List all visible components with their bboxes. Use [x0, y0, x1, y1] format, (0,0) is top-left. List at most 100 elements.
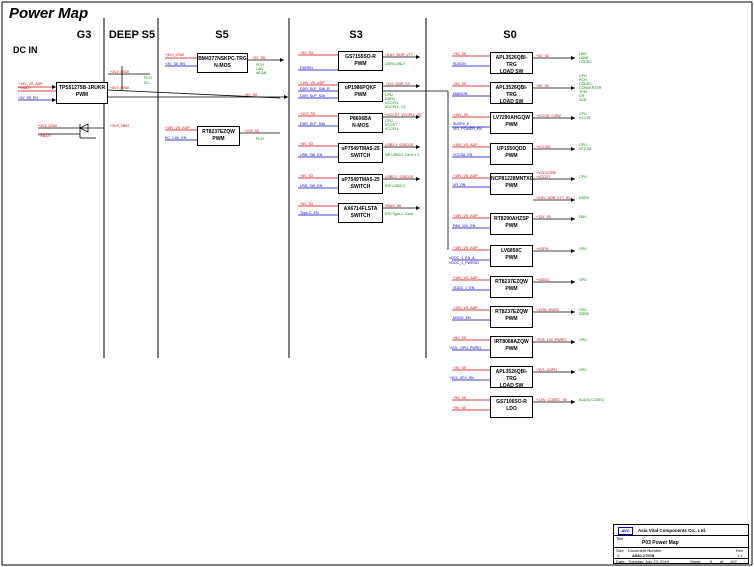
net-label: VCCPLL	[385, 101, 399, 105]
net-label: CR	[579, 94, 585, 98]
net-label: TPM	[579, 90, 587, 94]
net-label: +3V3_DSW	[165, 53, 184, 57]
net-label: +5V_S3	[300, 202, 313, 206]
net-label: AUDIO CODEC	[579, 398, 605, 402]
net-label: DDR_SLP_S3#	[300, 94, 325, 98]
net-label: WLAN	[256, 71, 267, 75]
net-label: +3V3_DSW	[110, 70, 129, 74]
net-label: GPU	[579, 247, 587, 251]
net-label: +5V_S3	[300, 142, 313, 146]
net-label: SUSP#_E	[453, 122, 470, 126]
net-label: EC	[144, 81, 149, 85]
net-label: CPU	[579, 74, 587, 78]
net-label: VCCPLL_OC	[385, 105, 407, 109]
net-label: PCH	[256, 137, 264, 141]
diode-icon	[79, 123, 96, 139]
net-label: +19V_VS_ADP	[453, 306, 478, 310]
net-label: +VBATT	[18, 86, 32, 90]
net-label: HDD	[579, 52, 587, 56]
of-label: of	[720, 559, 724, 564]
net-label: CONVERTER	[579, 86, 602, 90]
net-label: +5V_S5	[244, 93, 257, 97]
net-label: VCCSA	[579, 147, 592, 151]
page-title: Power Map	[9, 5, 89, 22]
rev-label: Rev	[736, 548, 744, 553]
net-label: +19V_VS_ADP	[18, 82, 43, 86]
net-label: +5V_S3	[300, 51, 313, 55]
net-label: +3V_S5_EN	[18, 96, 38, 100]
net-label: PCH	[144, 76, 152, 80]
net-label: GPU	[579, 278, 587, 282]
sheet-label: Sheet	[690, 559, 701, 564]
net-label: +19V_VS_ADP	[453, 276, 478, 280]
net-label: DDR4	[385, 97, 395, 101]
net-label: +3V3_GFX_EN	[449, 376, 474, 380]
net-label: +1V2_S3	[300, 112, 315, 116]
net-label: CODEC	[579, 82, 592, 86]
net-label: MB USB3.1 Gen1 x 2	[385, 153, 420, 157]
size-label: Size	[616, 548, 624, 553]
net-label: +1.5V_CODEC_S0	[536, 398, 567, 402]
net-label: CPU	[579, 175, 587, 179]
net-label: USB_SW_EN	[300, 184, 323, 188]
net-label: DDREN	[300, 66, 313, 70]
net-label: +1V35_MVDD	[536, 308, 560, 312]
net-label: SUSON	[453, 62, 466, 66]
net-label: CODEC	[579, 60, 592, 64]
net-label: CPU	[385, 119, 393, 123]
net-label: GPU	[579, 368, 587, 372]
column-header-s0: S0	[503, 29, 517, 41]
company-name: Asia Vital Components Co., Ltd.	[638, 528, 707, 533]
company-logo: AVC	[618, 527, 633, 535]
net-label: CPU	[579, 143, 587, 147]
net-label: +19V_VS_ADP	[453, 143, 478, 147]
net-label: +0.6V_DDR_VTT	[385, 53, 414, 57]
net-label: +VCCIO_0.95V	[536, 114, 561, 118]
net-label: VR_ON	[453, 183, 466, 187]
net-label: +3V_S5	[453, 52, 466, 56]
net-label: VCCPLL	[385, 127, 399, 131]
net-label: +5V_S0	[453, 406, 466, 410]
doc-number: A540-27ICB	[632, 553, 655, 558]
net-label: +3V_S5	[252, 56, 265, 60]
column-header-s3: S3	[349, 29, 363, 41]
sheet-number: 5	[710, 559, 713, 564]
net-label: CPU	[385, 93, 393, 97]
net-label: EC_1.8V_EN	[165, 136, 187, 140]
date-value: Tuesday, July 23, 2019	[628, 559, 669, 564]
net-label: VCCSA_EN	[453, 153, 473, 157]
net-label: +3V_S0	[536, 54, 549, 58]
net-label: +RBATT	[38, 134, 52, 138]
net-label: USB2.0_S3E[1:2]	[385, 175, 414, 179]
net-label: CPU	[579, 112, 587, 116]
net-label: +5V3_DSW	[110, 86, 129, 90]
net-label: +5V_S3	[300, 174, 313, 178]
net-label: +3V3_DSW	[38, 124, 57, 128]
net-label: +VCCSA	[536, 145, 551, 149]
net-label: Type-C_EN	[300, 211, 319, 215]
net-label: +12V_S0	[536, 215, 551, 219]
net-label: DDR_SLP_S4#_R	[300, 87, 330, 91]
dc-in-label: DC IN	[13, 45, 38, 55]
doc-label: Document Number	[628, 548, 662, 553]
net-label: VDDC_1_PWRGD	[449, 261, 479, 265]
net-label: +VCCGT	[536, 175, 551, 179]
net-label: +VDDCI	[536, 278, 550, 282]
net-label: +3V_S0	[453, 366, 466, 370]
